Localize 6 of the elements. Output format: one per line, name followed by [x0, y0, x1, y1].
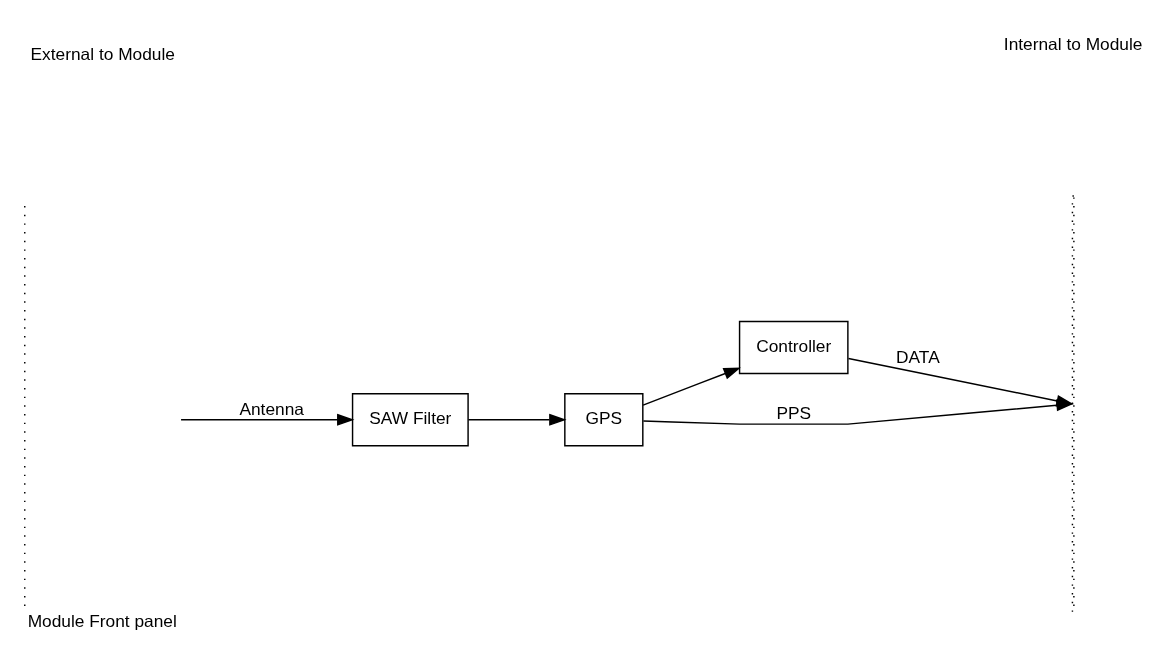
edge-label: PPS — [776, 402, 812, 423]
edge-label: DATA — [896, 346, 940, 367]
node-text: Module Front panel — [27, 610, 177, 631]
label: Internal to Module — [1003, 33, 1143, 54]
edge-label: Antenna — [239, 398, 304, 419]
label: External to Module — [30, 43, 175, 64]
